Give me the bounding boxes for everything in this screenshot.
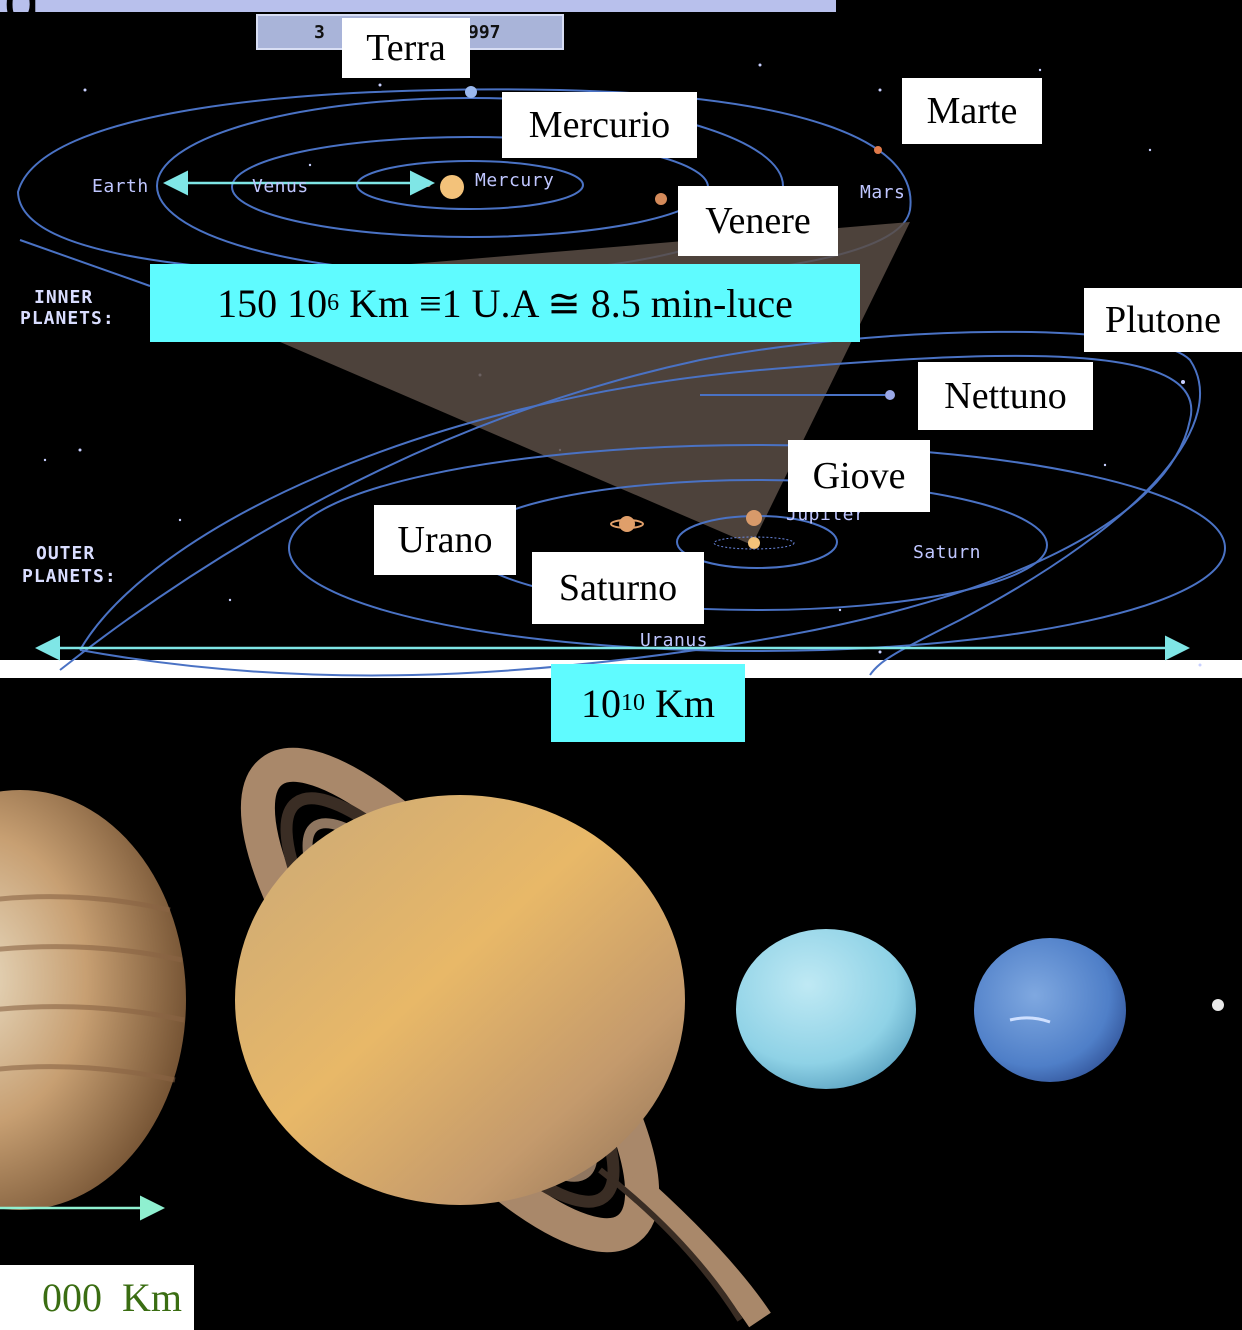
date-left: 3 [314,22,325,43]
neptune-dot [885,390,895,400]
sun-outer [748,537,760,549]
sun [440,175,464,199]
mars-dot [874,146,882,154]
label-mercurio: Mercurio [502,92,697,158]
outer-planets-label-1: OUTER [36,543,96,564]
size-unit: Km [645,680,715,726]
mars-label: Mars [860,182,906,203]
venus-dot [655,193,667,205]
pluto-dot [1181,380,1185,384]
venus-label: Venus [252,176,309,197]
outer-planets [610,380,1185,550]
saturn-label: Saturn [913,542,982,563]
label-plutone: Plutone [1084,288,1242,352]
uranus-label: Uranus [640,630,709,651]
earth-dot [465,86,477,98]
label-urano: Urano [374,505,516,575]
label-terra: Terra [342,18,470,78]
jupiter-size-label: 000 Km [0,1265,194,1330]
title-fragment: g [4,0,40,36]
label-saturno: Saturno [532,552,704,624]
label-giove: Giove [788,440,930,512]
uranus-photo [736,929,916,1089]
jupiter-photo [0,790,186,1210]
inner-planets-label-1: INNER [34,287,94,308]
au-suffix: Km ≡1 U.A ≅ 8.5 min-luce [339,280,793,326]
earth-label: Earth [92,176,149,197]
jupiter-dot [746,510,762,526]
saturn-photo [235,747,771,1328]
inner-planets [425,86,882,205]
label-marte: Marte [902,78,1042,144]
pluto-photo [1212,999,1224,1011]
label-nettuno: Nettuno [918,362,1093,430]
mercury-label: Mercury [475,170,555,191]
size-base: 10 [581,680,621,726]
outer-planets-label-2: PLANETS: [22,566,117,587]
au-prefix: 150 10 [217,280,328,326]
saturn-dot [619,516,635,532]
label-venere: Venere [678,186,838,256]
neptune-photo [974,938,1126,1082]
inner-planets-label-2: PLANETS: [20,308,115,329]
title-band [0,0,836,12]
date-right: 997 [468,22,501,43]
